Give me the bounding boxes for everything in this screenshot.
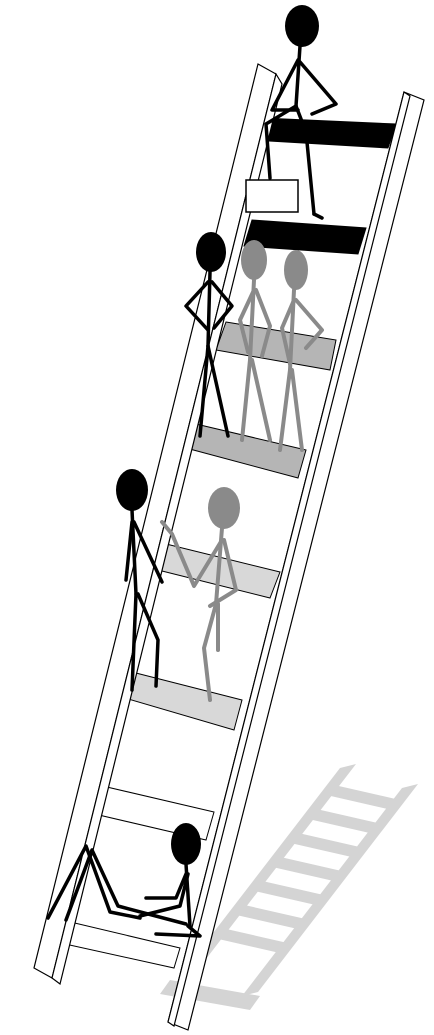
figure-head [196,232,226,272]
shadow-rung [304,808,382,834]
figure-arm [300,62,336,114]
figure-leg [292,370,302,450]
figure-leg [252,360,270,440]
figure-arm [140,874,188,916]
figure-leg [208,346,228,436]
shadow-rung [268,856,346,882]
figure-arm [146,874,186,898]
figure-head [208,487,240,529]
ladder-rails [34,64,424,1030]
figure-body [296,46,300,106]
figure-head [241,240,267,280]
ladder-left-rail [34,64,276,978]
ladder-rung-sixth [118,672,242,730]
figure-leg [242,360,250,440]
box-icon [246,180,298,212]
shadow-rung [214,928,292,954]
ladder-rung-fourth [186,424,306,478]
figure-foot [314,214,322,218]
figure-leg [280,370,290,450]
figure-head [171,823,201,865]
shadow-rung [250,880,328,906]
figure-head [284,250,308,290]
figure-head [285,5,319,47]
ladder-rung-third [216,322,336,370]
figure-arm [126,522,132,580]
shadow-rung [322,784,400,810]
shadow-rung [286,832,364,858]
figure-head [116,469,148,511]
ladder-rung-top [252,118,396,148]
shadow-rung [232,904,310,930]
figure-leg [204,604,216,700]
